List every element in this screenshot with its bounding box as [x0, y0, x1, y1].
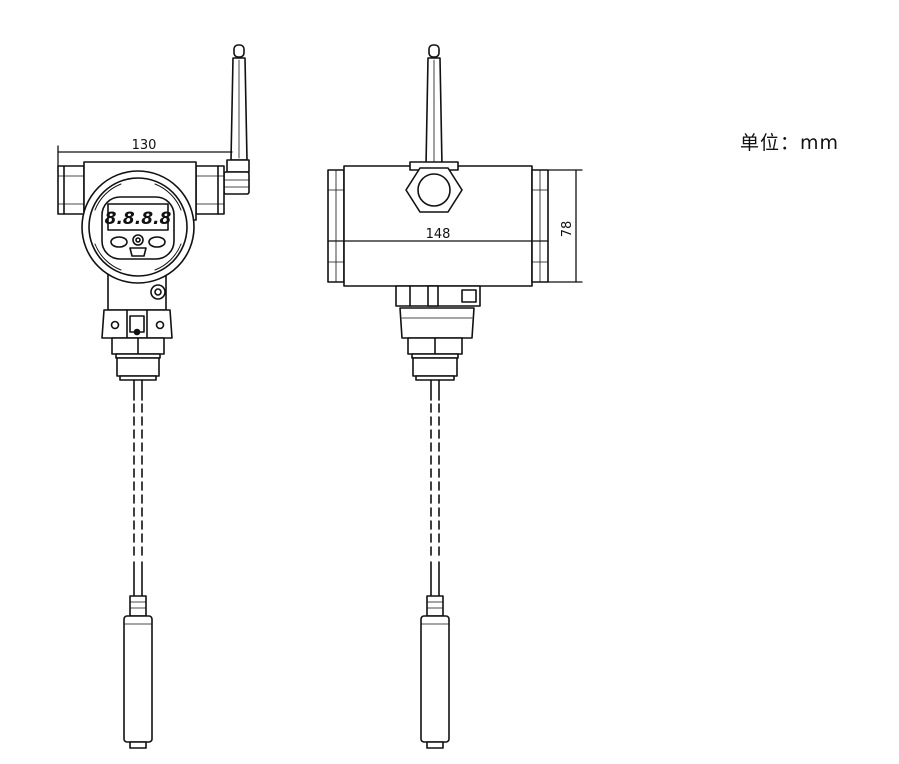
front-antenna: [223, 44, 250, 195]
side-connector: [399, 307, 475, 339]
side-neck: [395, 285, 481, 307]
side-cable: [430, 379, 440, 597]
side-height-dimension: 78: [547, 169, 583, 283]
front-cable: [133, 379, 143, 597]
side-fitting: [407, 337, 463, 381]
dimension-130-label: 130: [132, 138, 157, 153]
front-view: 130 8.8.8.8: [57, 44, 250, 749]
lcd-display-digits: 8.8.8.8: [105, 209, 172, 229]
front-connector: [101, 309, 173, 339]
dimension-148-label: 148: [426, 227, 451, 242]
front-probe: [123, 595, 153, 749]
side-view: 148 78: [327, 44, 583, 749]
front-cover: 8.8.8.8: [81, 170, 195, 284]
dimension-78-label: 78: [560, 221, 575, 238]
unit-label: 单位：mm: [740, 132, 840, 154]
side-hex-nut: [405, 161, 463, 213]
front-width-dimension: 130: [57, 138, 233, 167]
side-probe: [420, 595, 450, 749]
front-fitting: [111, 337, 165, 381]
side-antenna: [425, 44, 443, 167]
side-width-dimension: 148: [327, 227, 549, 242]
